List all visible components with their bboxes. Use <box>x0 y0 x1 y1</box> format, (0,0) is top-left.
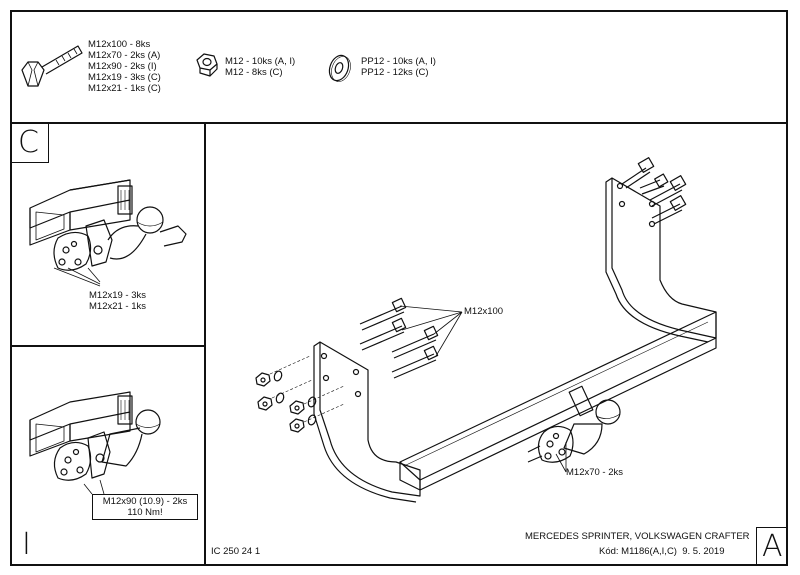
variant-i-drawing <box>29 391 161 495</box>
bolt-spec-line-2: M12x70 - 2ks (A) <box>88 50 161 61</box>
panel-divider <box>204 122 206 566</box>
variant-a-bolts-label: M12x100 <box>464 306 504 317</box>
variant-i-callout-line-2: 110 Nm! <box>127 507 163 518</box>
variant-c-box <box>10 124 49 163</box>
nut-icon <box>196 53 218 77</box>
header-divider <box>10 122 788 124</box>
washer-spec-line-2: PP12 - 12ks (C) <box>361 67 429 78</box>
drawing-code: IC 250 24 1 <box>211 546 261 557</box>
variant-i-torque-callout: M12x90 (10.9) - 2ks 110 Nm! <box>92 494 198 520</box>
variant-i-callout-line-1: M12x90 (10.9) - 2ks <box>102 496 188 507</box>
a-box-top <box>756 527 788 528</box>
variant-i-letter: I <box>22 527 31 562</box>
variant-c-drawing <box>29 179 187 287</box>
bolt-spec-line-4: M12x19 - 3ks (C) <box>88 72 161 83</box>
washer-spec-line-1: PP12 - 10ks (A, I) <box>361 56 436 67</box>
bolt-spec-line-3: M12x90 - 2ks (I) <box>88 61 157 72</box>
left-panel-divider <box>10 345 206 347</box>
nut-spec-line-1: M12 - 10ks (A, I) <box>225 56 296 67</box>
vehicle-title: MERCEDES SPRINTER, VOLKSWAGEN CRAFTER <box>525 531 750 542</box>
bolt-icon <box>21 45 83 87</box>
variant-c-callout-line-1: M12x19 - 3ks <box>89 290 147 301</box>
variant-a-ball-label: M12x70 - 2ks <box>566 467 624 478</box>
a-box-divider <box>756 527 757 566</box>
variant-a-letter: A <box>762 529 783 564</box>
bolt-spec-line-5: M12x21 - 1ks (C) <box>88 83 161 94</box>
drawing-frame <box>10 10 788 566</box>
variant-c-letter: C <box>18 125 39 160</box>
washer-icon <box>328 54 351 82</box>
variant-c-callout-line-2: M12x21 - 1ks <box>89 301 147 312</box>
nut-spec-line-2: M12 - 8ks (C) <box>225 67 283 78</box>
code-and-date: Kód: M1186(A,I,C) 9. 5. 2019 <box>599 546 725 557</box>
bolt-spec-line-1: M12x100 - 8ks <box>88 39 151 50</box>
variant-a-drawing <box>255 157 717 503</box>
